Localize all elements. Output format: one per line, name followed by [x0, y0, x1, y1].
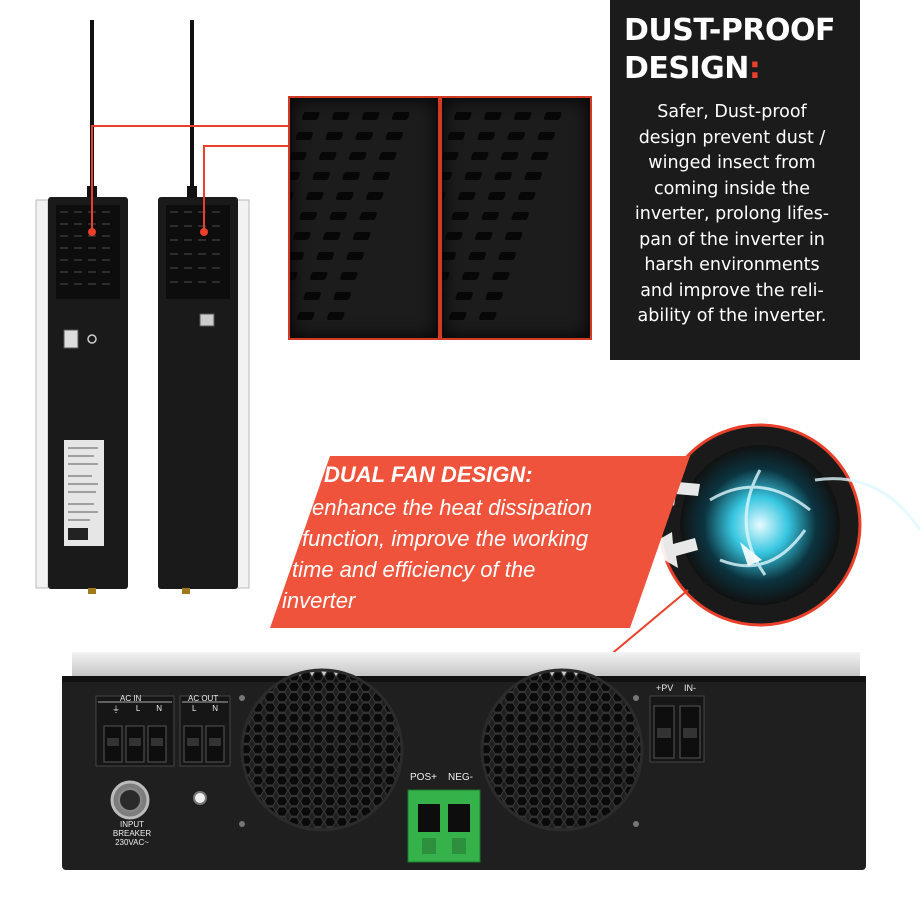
ground-label: ⏚: [111, 705, 120, 714]
ac-out-terminal-labels: L N: [184, 704, 226, 713]
dust-proof-title-text: DUST-PROOF DESIGN: [624, 13, 835, 86]
vent-slots-right: [442, 112, 562, 320]
ac-out-l-label: L: [191, 704, 197, 713]
battery-terminal: [407, 789, 481, 863]
vent-leader-lines: [91, 125, 290, 232]
dual-fan-title: DUAL FAN DESIGN:: [324, 462, 533, 487]
dust-proof-box: [610, 0, 860, 360]
dual-line: enhance the heat dissipation: [312, 495, 593, 520]
ac-out-label: AC OUT: [188, 694, 219, 703]
dual-fan-description: enhance the heat dissipation function, i…: [278, 492, 658, 616]
ac-out-terminal: [179, 695, 231, 767]
dust-line: Safer, Dust-proof: [657, 102, 807, 122]
dust-line: and improve the reli-: [640, 280, 824, 301]
ac-in-terminal-labels: ⏚ L N: [104, 704, 170, 715]
ac-in-l-label: L: [135, 704, 141, 713]
neg-label: NEG-: [448, 772, 473, 783]
dust-line: inverter, prolong lifes-: [634, 204, 830, 224]
dual-line: inverter: [282, 588, 356, 613]
pv-terminal: [649, 695, 705, 763]
dust-proof-description: Safer, Dust-proof design prevent dust / …: [616, 100, 848, 330]
vent-marker-left: [88, 228, 96, 236]
vent-slots-left: [290, 112, 410, 320]
fan-right: [480, 668, 644, 832]
dust-line: ability of the inverter.: [637, 306, 827, 326]
pv-pos-label: +PV: [656, 683, 674, 693]
dust-line: coming inside the: [653, 178, 811, 199]
ac-in-n-label: N: [156, 704, 163, 713]
dust-proof-title: DUST-PROOF DESIGN:: [624, 12, 854, 88]
pos-label: POS+: [410, 772, 437, 783]
breaker-label-line: 230VAC~: [115, 838, 149, 847]
ac-in-terminal: [95, 695, 175, 767]
dust-line: winged insect from: [648, 153, 816, 173]
vent-zoom-right: [440, 96, 592, 340]
vent-zoom-left: [288, 96, 440, 340]
fan-left: [240, 668, 404, 832]
ac-in-label: AC IN: [120, 694, 142, 703]
dual-line: time and efficiency of the: [292, 557, 536, 582]
dual-fan-banner: [270, 456, 690, 628]
reset-button: [193, 791, 207, 805]
dust-line: design prevent dust /: [638, 127, 826, 148]
breaker-label-line: INPUT BREAKER: [112, 820, 152, 838]
left-inverter-unit: [35, 20, 128, 594]
dust-line: harsh environments: [644, 255, 820, 275]
dual-line: function, improve the working: [302, 526, 589, 551]
right-inverter-unit: [158, 20, 250, 594]
pv-neg-label: IN-: [684, 683, 696, 693]
ac-out-n-label: N: [212, 704, 219, 713]
input-breaker: [110, 780, 150, 820]
inverter-back-panel: [62, 652, 866, 870]
dust-line: pan of the inverter in: [639, 229, 825, 250]
vent-marker-right: [200, 228, 208, 236]
breaker-label: INPUT BREAKER 230VAC~: [100, 820, 164, 847]
fan-zoom-circle: [644, 423, 920, 627]
dust-proof-title-colon: :: [748, 51, 761, 86]
